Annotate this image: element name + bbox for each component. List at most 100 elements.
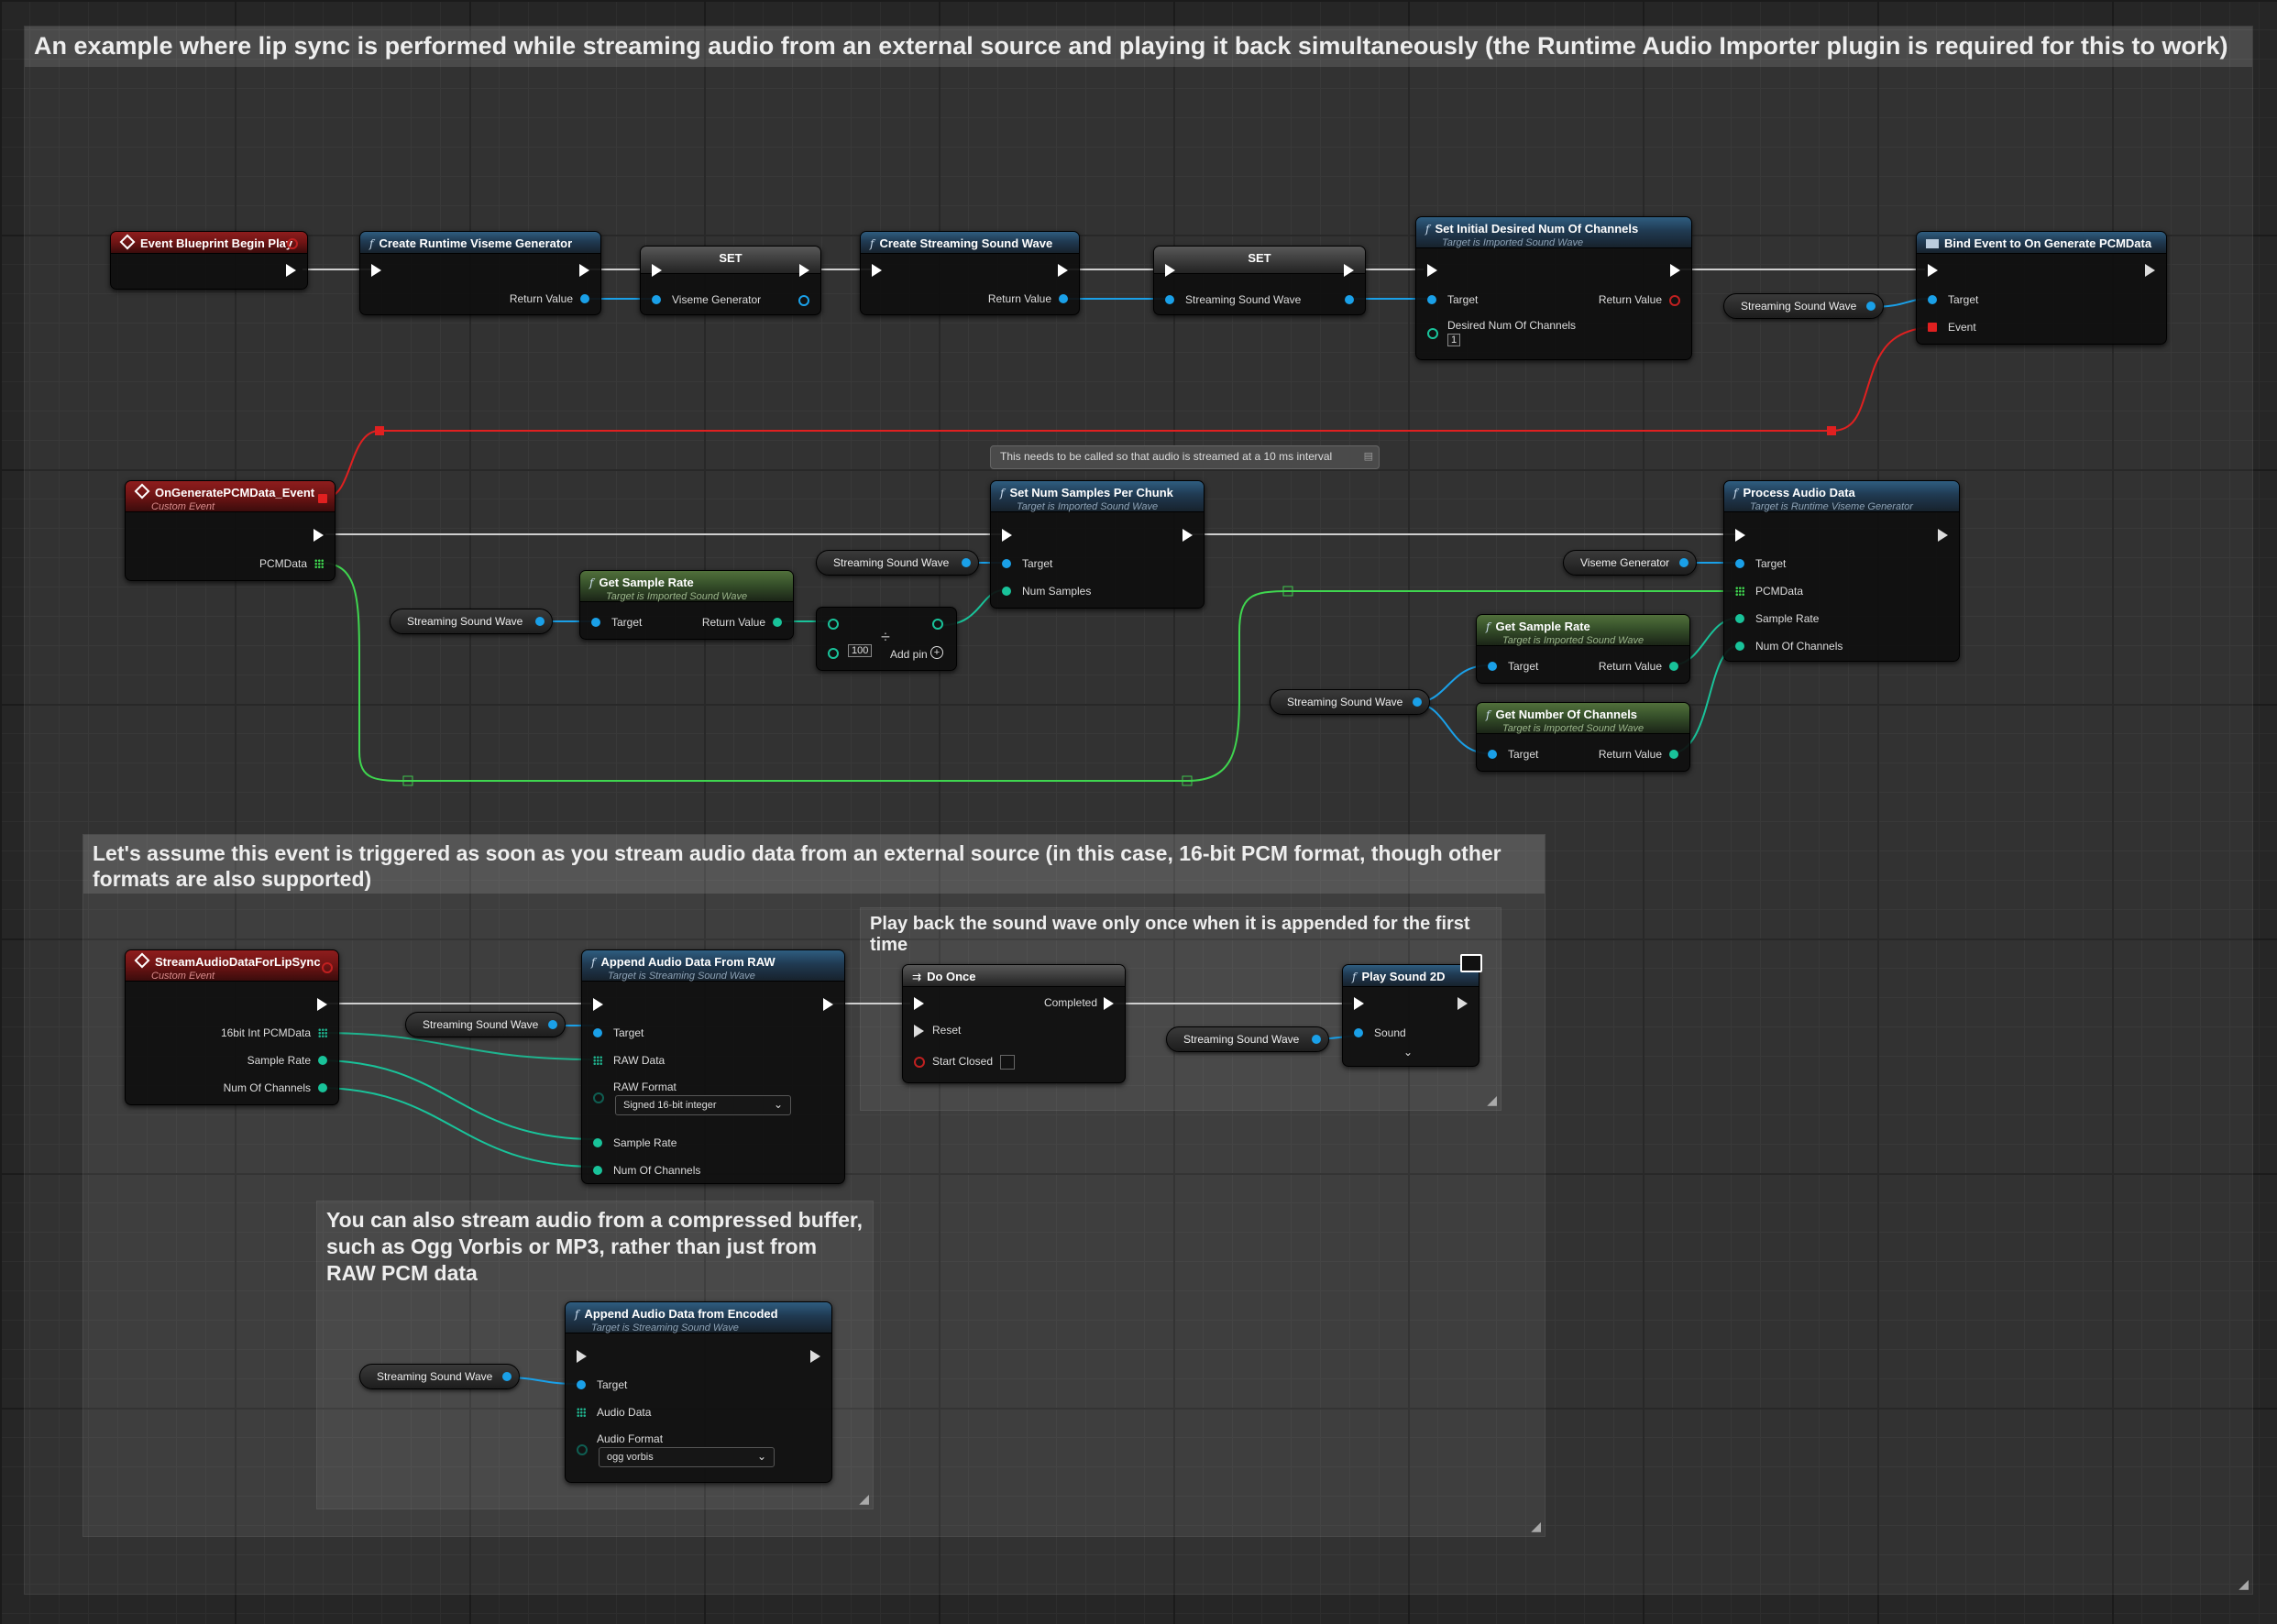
exec-out-pin[interactable] <box>810 1350 820 1363</box>
exec-out-pin[interactable] <box>1670 264 1680 277</box>
resize-grip-icon[interactable]: ◢ <box>1531 1519 1541 1533</box>
node-set-viseme-generator[interactable]: SET Viseme Generator <box>640 246 821 315</box>
delegate-pin[interactable] <box>1928 323 1937 332</box>
integer-pin[interactable] <box>1735 614 1744 623</box>
integer-out-pin[interactable] <box>932 619 943 630</box>
array-pin[interactable] <box>318 1028 327 1037</box>
integer-pin[interactable] <box>318 1083 327 1092</box>
exec-out-pin[interactable] <box>1182 529 1193 542</box>
object-pin[interactable] <box>1312 1035 1321 1044</box>
exec-in-pin[interactable] <box>1165 264 1175 277</box>
object-pin[interactable] <box>1928 295 1937 304</box>
object-pin[interactable] <box>535 617 544 626</box>
object-pin[interactable] <box>502 1372 512 1381</box>
resize-grip-icon[interactable]: ◢ <box>1487 1092 1497 1107</box>
integer-pin[interactable] <box>773 618 782 627</box>
divisor-input[interactable]: 100 <box>848 644 873 657</box>
object-pin[interactable] <box>962 558 971 567</box>
integer-pin[interactable] <box>1002 587 1011 596</box>
exec-in-pin[interactable] <box>1928 264 1938 277</box>
node-set-streaming-sound-wave[interactable]: SET Streaming Sound Wave <box>1153 246 1366 315</box>
add-pin-icon[interactable]: + <box>930 646 943 659</box>
object-pin[interactable] <box>1735 559 1744 568</box>
pin-comment-icon[interactable]: ▤ <box>1363 451 1373 462</box>
exec-in-pin[interactable] <box>1735 529 1745 542</box>
resize-grip-icon[interactable]: ◢ <box>859 1491 869 1506</box>
node-stream-audio-data-for-lip-sync[interactable]: StreamAudioDataForLipSync Custom Event 1… <box>125 949 339 1105</box>
raw-format-dropdown[interactable]: Signed 16-bit integer⌄ <box>615 1095 791 1115</box>
array-pin[interactable] <box>593 1056 602 1065</box>
enum-pin[interactable] <box>577 1444 588 1455</box>
exec-in-pin[interactable] <box>1002 529 1012 542</box>
exec-out-pin[interactable] <box>1344 264 1354 277</box>
var-streaming-sound-wave[interactable]: Streaming Sound Wave <box>1723 293 1884 319</box>
integer-pin[interactable] <box>593 1138 602 1147</box>
exec-out-pin[interactable] <box>799 264 809 277</box>
object-out-pin[interactable] <box>1345 295 1354 304</box>
bool-pin[interactable] <box>914 1057 925 1068</box>
comment-bubble[interactable]: This needs to be called so that audio is… <box>990 445 1380 469</box>
var-viseme-generator[interactable]: Viseme Generator <box>1563 550 1697 576</box>
desired-channels-input[interactable]: 1 <box>1447 334 1461 346</box>
exec-out-pin[interactable] <box>314 529 324 542</box>
var-streaming-sound-wave[interactable]: Streaming Sound Wave <box>816 550 979 576</box>
node-bind-event-on-generate-pcmdata[interactable]: Bind Event to On Generate PCMData Target… <box>1916 231 2167 345</box>
resize-grip-icon[interactable]: ◢ <box>2238 1576 2249 1591</box>
array-pin[interactable] <box>1735 587 1744 596</box>
object-pin[interactable] <box>1679 558 1688 567</box>
expand-chevron-icon[interactable]: ⌄ <box>1403 1046 1414 1059</box>
object-pin[interactable] <box>1488 750 1497 759</box>
array-pin[interactable] <box>577 1408 586 1417</box>
object-pin[interactable] <box>1354 1028 1363 1037</box>
return-pin[interactable] <box>1669 295 1680 306</box>
exec-in-pin[interactable] <box>1427 264 1437 277</box>
object-pin[interactable] <box>1427 295 1436 304</box>
integer-pin[interactable] <box>318 1056 327 1065</box>
object-out-pin[interactable] <box>798 295 809 306</box>
exec-out-pin[interactable] <box>1104 997 1114 1010</box>
exec-in-pin[interactable] <box>593 998 603 1011</box>
object-pin[interactable] <box>593 1028 602 1037</box>
object-pin[interactable] <box>1488 662 1497 671</box>
integer-pin[interactable] <box>1669 750 1678 759</box>
integer-in-pin[interactable] <box>828 648 839 659</box>
reset-exec-pin[interactable] <box>914 1025 924 1037</box>
var-streaming-sound-wave[interactable]: Streaming Sound Wave <box>1166 1026 1329 1052</box>
object-pin[interactable] <box>577 1380 586 1389</box>
exec-out-pin[interactable] <box>1058 264 1068 277</box>
exec-out-pin[interactable] <box>2145 264 2155 277</box>
audio-format-dropdown[interactable]: ogg vorbis⌄ <box>599 1447 775 1467</box>
exec-in-pin[interactable] <box>652 264 662 277</box>
object-pin[interactable] <box>1866 302 1876 311</box>
var-streaming-sound-wave[interactable]: Streaming Sound Wave <box>390 609 553 634</box>
exec-in-pin[interactable] <box>872 264 882 277</box>
object-pin[interactable] <box>591 618 600 627</box>
integer-pin[interactable] <box>1735 642 1744 651</box>
var-streaming-sound-wave[interactable]: Streaming Sound Wave <box>359 1364 520 1389</box>
node-do-once[interactable]: ⇉Do Once Completed Reset Start Closed <box>902 964 1126 1083</box>
enum-pin[interactable] <box>593 1092 604 1103</box>
exec-in-pin[interactable] <box>371 264 381 277</box>
object-pin[interactable] <box>652 295 661 304</box>
exec-in-pin[interactable] <box>577 1350 587 1363</box>
object-pin[interactable] <box>1002 559 1011 568</box>
integer-in-pin[interactable] <box>828 619 839 630</box>
exec-out-pin[interactable] <box>317 998 327 1011</box>
object-pin[interactable] <box>1059 294 1068 303</box>
integer-pin[interactable] <box>593 1166 602 1175</box>
add-pin-label[interactable]: Add pin <box>890 648 928 661</box>
integer-pin[interactable] <box>1669 662 1678 671</box>
exec-out-pin[interactable] <box>1458 997 1468 1010</box>
object-pin[interactable] <box>548 1020 557 1029</box>
